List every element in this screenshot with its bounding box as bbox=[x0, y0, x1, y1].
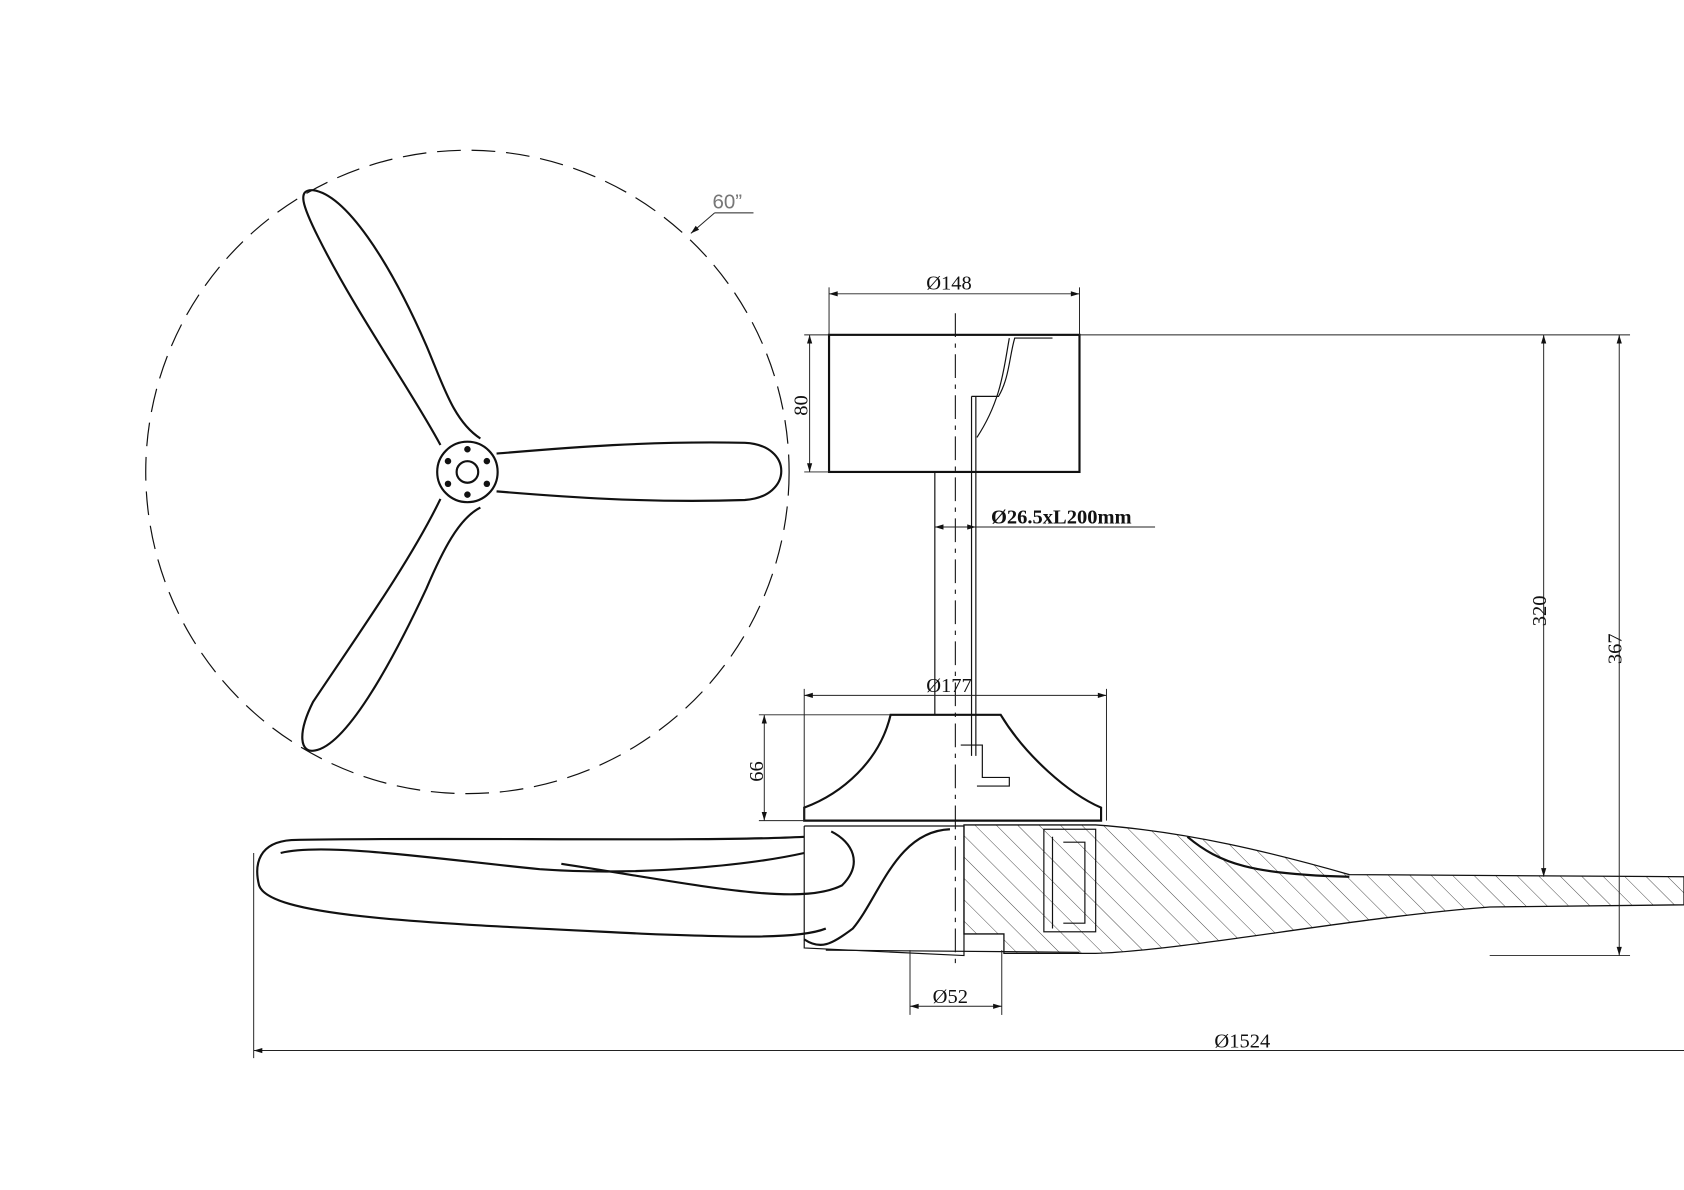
dim-canopy-diameter: Ø148 bbox=[828, 273, 1080, 335]
canopy-height-label: 80 bbox=[790, 395, 812, 416]
dim-motor-diameter: Ø177 bbox=[803, 675, 1107, 821]
blade-span-label: Ø1524 bbox=[1214, 1030, 1270, 1052]
dim-motor-height: 66 bbox=[746, 714, 891, 822]
sweep-label: 60” bbox=[712, 191, 742, 214]
blade-side-view bbox=[256, 828, 950, 947]
canopy-diameter-label: Ø148 bbox=[926, 273, 972, 295]
height-320-label: 320 bbox=[1529, 596, 1551, 627]
dim-blade-span: Ø1524 bbox=[253, 852, 1684, 1059]
hub bbox=[436, 440, 499, 504]
section-hatch bbox=[963, 824, 1684, 955]
motor-housing bbox=[803, 713, 1103, 822]
height-367-label: 367 bbox=[1604, 633, 1626, 664]
downrod-label: Ø26.5xL200mm bbox=[991, 507, 1132, 529]
dim-height-367: 367 bbox=[1604, 334, 1626, 956]
sweep-leader: 60” bbox=[690, 191, 754, 234]
side-view bbox=[256, 313, 1684, 967]
blade-top-view bbox=[301, 189, 783, 752]
motor-diameter-label: Ø177 bbox=[926, 675, 972, 697]
bottom-diameter-label: Ø52 bbox=[933, 986, 968, 1008]
canopy bbox=[827, 333, 1081, 474]
dim-bottom-diameter: Ø52 bbox=[909, 950, 1003, 1015]
dim-canopy-height: 80 bbox=[790, 334, 830, 473]
dim-height-320: 320 bbox=[1529, 334, 1551, 877]
sweep-circle bbox=[145, 149, 790, 795]
top-view: 60” bbox=[145, 149, 790, 795]
dim-downrod: Ø26.5xL200mm bbox=[934, 507, 1156, 530]
motor-height-label: 66 bbox=[746, 761, 768, 782]
